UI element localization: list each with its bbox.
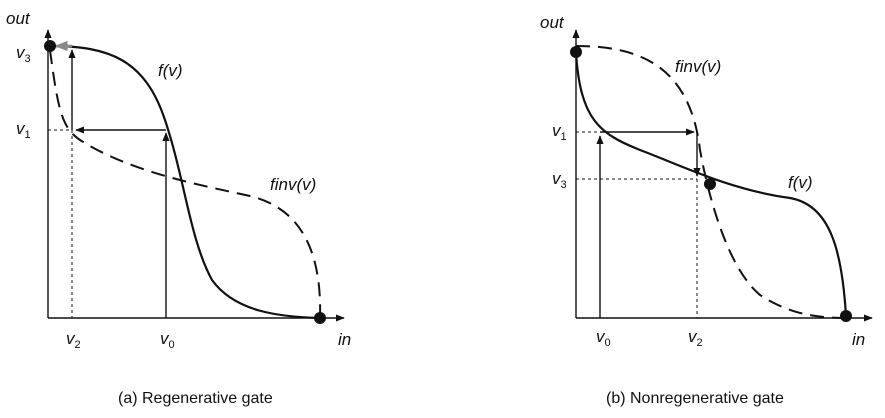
panel-a-finv-curve: [49, 49, 322, 319]
panel-b-finv-curve: [575, 45, 847, 319]
panel-a-point-in-end: [314, 312, 326, 324]
panel-a-v1-label: v1: [16, 119, 31, 141]
panel-b-point-in-end: [840, 310, 852, 322]
panel-a-caption: (a) Regenerative gate: [118, 390, 273, 407]
panel-a-axis-in-label: in: [338, 330, 351, 349]
panel-a-axis-out-label: out: [6, 9, 31, 28]
panel-a-f-label: f(v): [158, 61, 183, 80]
panel-b-f-label: f(v): [788, 173, 813, 192]
panel-a-finv-label: finv(v): [270, 175, 316, 194]
panel-b-axis-out-label: out: [540, 13, 565, 32]
panel-a-v3-label: v3: [16, 43, 31, 65]
panel-a-f-curve: [49, 44, 321, 320]
panel-a-v2-label: v2: [66, 329, 81, 351]
panel-b-f-curve: [574, 51, 848, 317]
panel-b-v2-label: v2: [688, 327, 703, 349]
panel-b-v0-label: v0: [596, 327, 611, 349]
panel-b-nonregenerative: out in v1 v3 v0 v2 finv(v) f(v) (b) Nonr…: [540, 13, 873, 407]
panel-a-v0-label: v0: [160, 329, 175, 351]
panel-b-finv-label: finv(v): [675, 57, 721, 76]
panel-b-point-top: [570, 46, 582, 58]
panel-b-caption: (b) Nonregenerative gate: [606, 390, 784, 407]
panel-a-regenerative: out in v3 v1 v2 v0 f(v) finv(v) (a) Rege…: [6, 9, 351, 407]
panel-b-axis-in-label: in: [852, 330, 865, 349]
panel-a-point-v3: [44, 40, 56, 52]
panel-b-point-v3: [704, 178, 716, 190]
panel-b-v3-label: v3: [552, 169, 567, 191]
panel-b-v1-label: v1: [552, 121, 567, 143]
